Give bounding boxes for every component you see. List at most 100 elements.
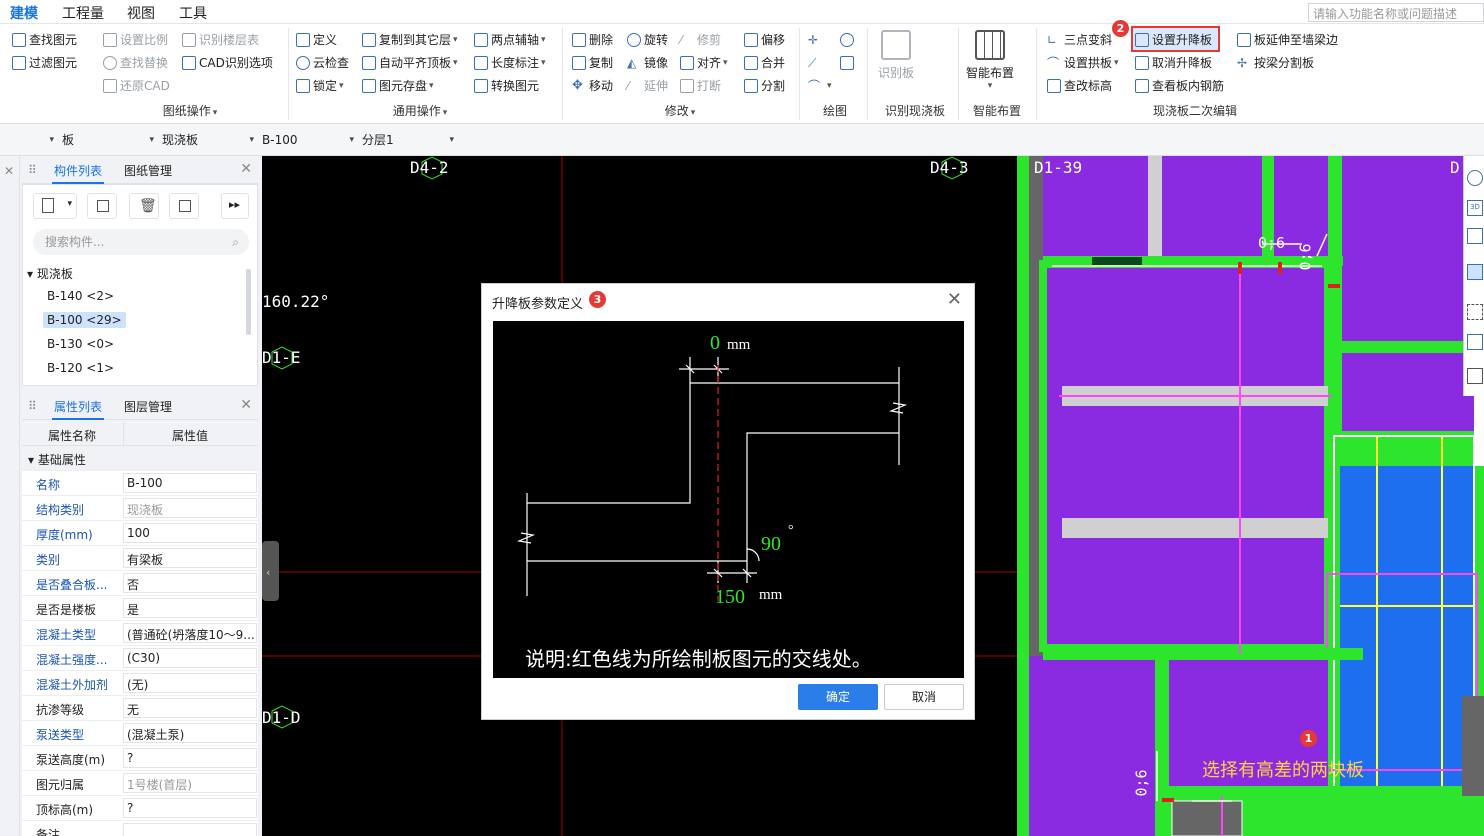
tree-item[interactable]: B-140 <2>	[47, 289, 115, 303]
copy-button[interactable]: 复制	[572, 53, 613, 73]
top-offset-value[interactable]: 0	[710, 332, 720, 354]
define-button[interactable]: 定义	[296, 30, 337, 50]
property-value-field[interactable]: (普通砼(坍落度10～9...	[123, 623, 257, 643]
set-lift-slab-button[interactable]: 设置升降板	[1135, 30, 1212, 50]
filter-element-button[interactable]: 过滤图元	[12, 53, 77, 73]
menu-modeling[interactable]: 建模	[10, 3, 38, 27]
edit-elevation-button[interactable]: 查改标高	[1047, 76, 1112, 96]
delete-component-button[interactable]: 🗑	[129, 193, 159, 219]
close-icon[interactable]: ✕	[240, 397, 252, 413]
property-row[interactable]: 类别有梁板	[22, 546, 258, 571]
property-row[interactable]: 备注	[22, 821, 258, 836]
element-save-button[interactable]: 图元存盘	[362, 76, 434, 96]
auto-align-top-button[interactable]: 自动平齐顶板	[362, 53, 458, 73]
lock-button[interactable]: 锁定	[296, 76, 344, 96]
set-scale-button[interactable]: 设置比例	[103, 30, 168, 50]
select-region-icon[interactable]	[1467, 304, 1483, 320]
property-row[interactable]: 顶标高(m)?	[22, 796, 258, 821]
tab-drawing-management[interactable]: 图纸管理	[124, 164, 173, 178]
drag-handle-icon[interactable]: ⠿	[28, 399, 37, 413]
view-3d-icon[interactable]: 3D	[1467, 200, 1483, 216]
recognize-floor-table-button[interactable]: 识别楼层表	[182, 30, 259, 50]
list-icon[interactable]	[1467, 368, 1483, 384]
property-value-field[interactable]: 否	[123, 573, 257, 593]
type-selector[interactable]: 现浇板▾	[162, 133, 254, 147]
menu-tools[interactable]: 工具	[179, 6, 207, 22]
break-button[interactable]: 打断	[680, 76, 721, 96]
panel-collapse-handle[interactable]	[262, 541, 279, 601]
extend-button[interactable]: ⁄延伸	[627, 76, 668, 96]
copy-component-button[interactable]	[87, 193, 117, 219]
cancel-button[interactable]: 取消	[884, 684, 964, 710]
tab-property-list[interactable]: 属性列表	[52, 398, 105, 420]
property-group[interactable]: ▾ 基础属性	[22, 446, 258, 471]
drag-handle-icon[interactable]: ⠿	[28, 163, 37, 177]
property-value-field[interactable]: 无	[123, 698, 257, 718]
property-value-field[interactable]: 现浇板	[123, 498, 257, 518]
tree-item[interactable]: B-120 <1>	[47, 361, 115, 375]
layer-icon[interactable]	[1467, 264, 1483, 280]
property-value-field[interactable]: 是	[123, 598, 257, 618]
bottom-offset-value[interactable]: 150	[715, 586, 745, 608]
more-button[interactable]: ▸▸	[221, 193, 249, 219]
component-selector[interactable]: B-100▾	[262, 133, 354, 147]
component-search-input[interactable]: 搜索构件...⌕	[33, 229, 249, 255]
set-arch-slab-button[interactable]: ⌒设置拱板	[1047, 53, 1119, 73]
extend-to-beam-button[interactable]: 板延伸至墙梁边	[1237, 30, 1338, 50]
tree-root[interactable]: ▾ 现浇板	[27, 267, 73, 281]
cancel-lift-slab-button[interactable]: 取消升降板	[1135, 53, 1212, 73]
cube-icon[interactable]	[1467, 334, 1483, 350]
restore-cad-button[interactable]: 还原CAD	[103, 76, 170, 96]
property-value-field[interactable]: (无)	[123, 673, 257, 693]
layer-selector[interactable]: 分层1▾	[362, 133, 454, 147]
group-drawing-ops[interactable]: 图纸操作	[130, 102, 250, 120]
find-replace-button[interactable]: 查找替换	[103, 53, 168, 73]
group-modify[interactable]: 修改	[640, 102, 720, 120]
function-search-input[interactable]: 请输入功能名称或问题描述	[1308, 3, 1484, 22]
property-value-field[interactable]: 100	[123, 523, 257, 543]
trim-button[interactable]: ⁄修剪	[680, 30, 721, 50]
property-value-field[interactable]: (C30)	[123, 648, 257, 668]
tab-layer-management[interactable]: 图层管理	[124, 400, 173, 414]
tree-item-selected[interactable]: B-100 <29>	[43, 312, 126, 328]
scrollbar[interactable]	[246, 269, 251, 335]
property-row[interactable]: 泵送类型(混凝土泵)	[22, 721, 258, 746]
length-dim-button[interactable]: 长度标注	[474, 53, 546, 73]
close-icon[interactable]: ✕	[240, 161, 252, 177]
layer-copy-button[interactable]	[169, 193, 199, 219]
menu-quantity[interactable]: 工程量	[62, 6, 104, 22]
property-value-field[interactable]: 1号楼(首层)	[123, 773, 257, 793]
draw-rotate-point-button[interactable]	[840, 30, 857, 50]
two-point-axis-button[interactable]: 两点辅轴	[474, 30, 546, 50]
draw-rect-button[interactable]	[840, 53, 857, 73]
property-value-field[interactable]: ?	[123, 798, 257, 818]
recognize-slab-button[interactable]: 识别板	[873, 28, 919, 81]
draw-line-button[interactable]: ⟋	[808, 53, 825, 73]
close-icon[interactable]: ✕	[946, 289, 962, 310]
property-row[interactable]: 混凝土外加剂(无)	[22, 671, 258, 696]
move-button[interactable]: ✥移动	[572, 76, 613, 96]
property-value-field[interactable]: B-100	[123, 473, 257, 493]
property-value-field[interactable]: (混凝土泵)	[123, 723, 257, 743]
property-row[interactable]: 泵送高度(m)?	[22, 746, 258, 771]
convert-element-button[interactable]: 转换图元	[474, 76, 539, 96]
cad-options-button[interactable]: CAD识别选项	[182, 53, 273, 73]
property-row[interactable]: 是否叠合板...否	[22, 571, 258, 596]
property-row[interactable]: 混凝土类型(普通砼(坍落度10～9...	[22, 621, 258, 646]
offset-button[interactable]: 偏移	[744, 30, 785, 50]
view-box-icon[interactable]	[1467, 228, 1483, 244]
floor-selector[interactable]: ▾	[49, 135, 54, 145]
menu-view[interactable]: 视图	[127, 6, 155, 22]
three-point-slope-button[interactable]: ∟三点变斜	[1047, 30, 1112, 50]
tab-component-list[interactable]: 构件列表	[52, 162, 105, 184]
property-value-field[interactable]	[123, 823, 257, 836]
new-component-button[interactable]: ▾	[33, 193, 77, 219]
copy-to-layer-button[interactable]: 复制到其它层	[362, 30, 458, 50]
property-row[interactable]: 混凝土强度...(C30)	[22, 646, 258, 671]
draw-point-button[interactable]: ✛	[808, 30, 825, 50]
merge-button[interactable]: 合并	[744, 53, 785, 73]
delete-button[interactable]: 删除	[572, 30, 613, 50]
property-value-field[interactable]: ?	[123, 748, 257, 768]
